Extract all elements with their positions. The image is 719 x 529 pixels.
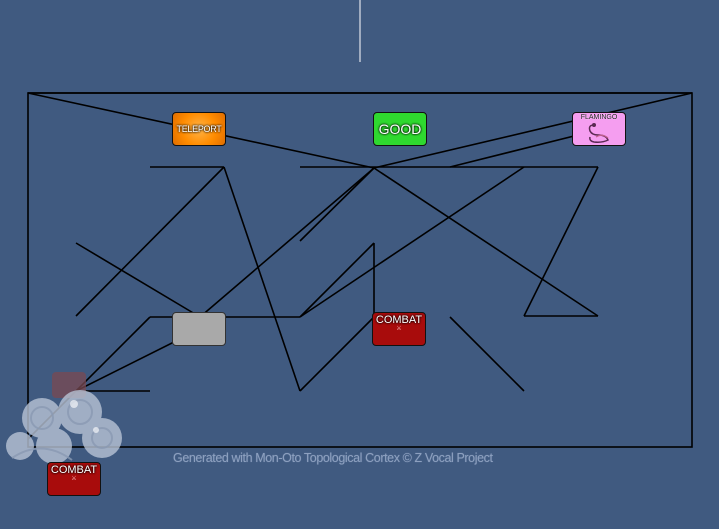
node-label: GOOD <box>378 121 422 137</box>
footer-credit: Generated with Mon-Oto Topological Corte… <box>173 451 493 465</box>
connection-line <box>75 242 201 318</box>
teleport-node[interactable]: TELEPORT <box>172 112 226 146</box>
connection-line <box>199 167 375 318</box>
connection-line <box>223 166 301 392</box>
connection-line <box>75 166 225 317</box>
connection-line <box>523 166 599 317</box>
connection-line <box>449 316 525 392</box>
crossed-swords-icon: ⚔ <box>396 326 402 332</box>
good-node[interactable]: GOOD <box>373 112 427 146</box>
blank-node[interactable] <box>172 312 226 346</box>
combat-node[interactable]: COMBAT ⚔ <box>372 312 426 346</box>
connection-line <box>373 167 599 317</box>
node-label: FLAMINGO <box>580 114 618 121</box>
connection-line <box>299 242 375 318</box>
connection-line <box>299 316 375 392</box>
crossed-swords-icon: ⚔ <box>71 476 77 482</box>
node-label: COMBAT <box>375 314 423 326</box>
node-label: TELEPORT <box>176 124 222 134</box>
node-label: COMBAT <box>50 464 98 476</box>
flamingo-icon <box>588 123 609 143</box>
connection-line <box>299 167 375 242</box>
mascot-logo-icon <box>6 372 122 464</box>
combat-node[interactable]: COMBAT ⚔ <box>47 462 101 496</box>
connection-line <box>373 92 693 169</box>
connection-line <box>299 166 525 318</box>
flamingo-node[interactable]: FLAMINGO <box>572 112 626 146</box>
